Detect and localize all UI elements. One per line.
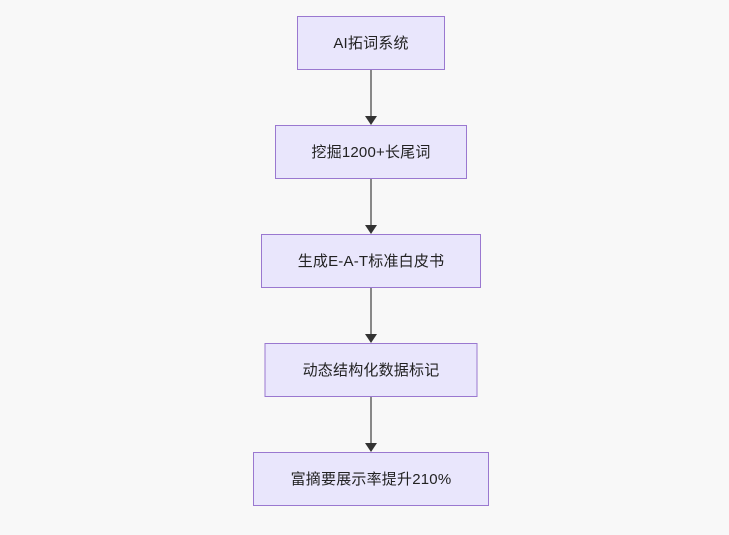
- flow-edge: [364, 70, 378, 125]
- edge-line: [370, 397, 372, 443]
- flow-node[interactable]: 富摘要展示率提升210%: [253, 452, 489, 506]
- flow-node[interactable]: 挖掘1200+长尾词: [275, 125, 467, 179]
- flow-node-label: 挖掘1200+长尾词: [311, 143, 431, 161]
- flow-node-label: AI拓词系统: [333, 34, 409, 52]
- flow-node-label: 生成E-A-T标准白皮书: [297, 252, 445, 270]
- flow-node[interactable]: 生成E-A-T标准白皮书: [261, 234, 481, 288]
- flow-edge: [364, 288, 378, 343]
- edge-line: [370, 179, 372, 225]
- flow-node-label: 富摘要展示率提升210%: [290, 470, 452, 488]
- edge-line: [370, 288, 372, 334]
- flow-edge: [364, 179, 378, 234]
- flow-node[interactable]: 动态结构化数据标记: [264, 343, 478, 397]
- flow-node[interactable]: AI拓词系统: [297, 16, 445, 70]
- edge-line: [370, 70, 372, 116]
- flow-edge: [364, 397, 378, 452]
- arrow-head-icon: [365, 334, 377, 343]
- flow-node-label: 动态结构化数据标记: [302, 361, 440, 379]
- arrow-head-icon: [365, 225, 377, 234]
- arrow-head-icon: [365, 443, 377, 452]
- arrow-head-icon: [365, 116, 377, 125]
